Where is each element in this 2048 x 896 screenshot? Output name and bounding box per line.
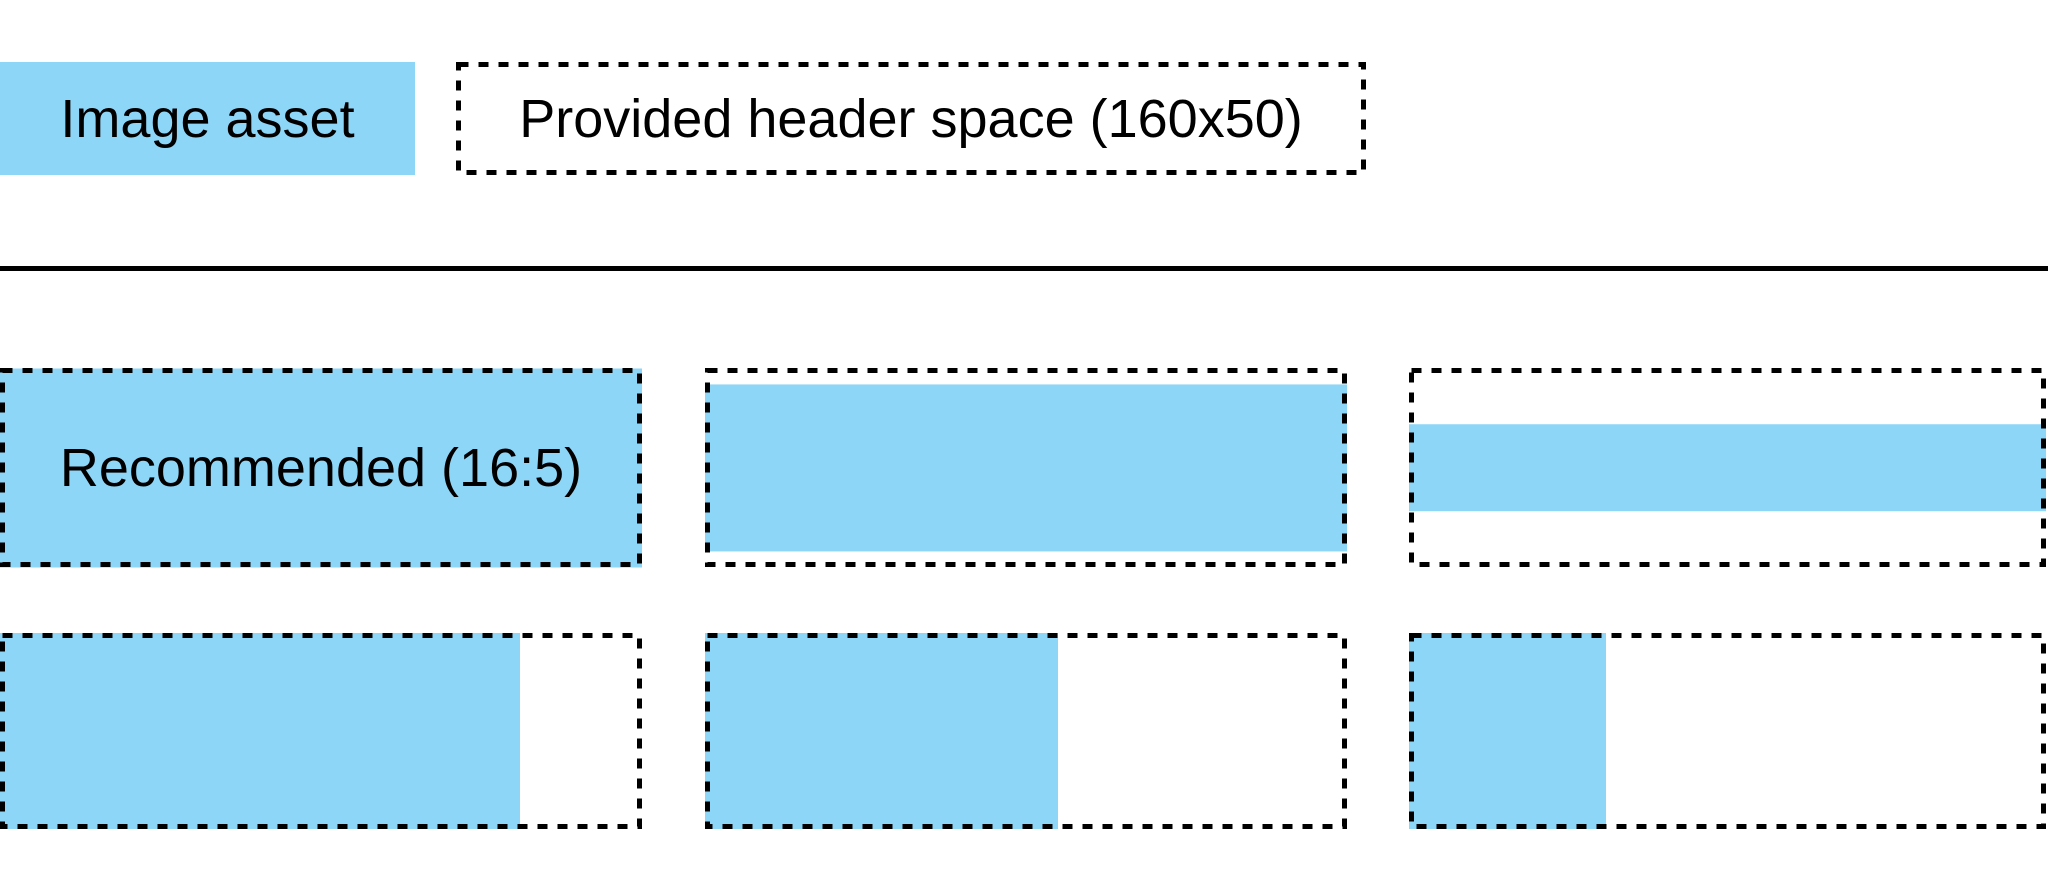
asset-fill-rect — [705, 383, 1347, 552]
provided-header-space-box: Provided header space (160x50) — [456, 62, 1366, 175]
asset-fill-rect — [705, 633, 1059, 829]
recommended-label: Recommended (16:5) — [59, 437, 583, 498]
example-box-fit-height-narrow — [1409, 633, 2046, 829]
asset-fill-rect — [1409, 423, 2046, 512]
divider-line — [0, 266, 2048, 271]
example-box-recommended: Recommended (16:5) — [0, 368, 642, 567]
example-box-fit-height-wide — [0, 633, 642, 829]
example-box-fit-width-short — [1409, 368, 2046, 567]
example-box-fit-width-tall — [705, 368, 1347, 567]
asset-fill-rect — [0, 633, 521, 829]
provided-header-space-label: Provided header space (160x50) — [519, 88, 1303, 149]
image-asset-swatch: Image asset — [0, 62, 415, 175]
example-box-fit-height-medium — [705, 633, 1347, 829]
asset-fill-rect — [1409, 633, 1607, 829]
image-asset-label: Image asset — [60, 88, 355, 149]
